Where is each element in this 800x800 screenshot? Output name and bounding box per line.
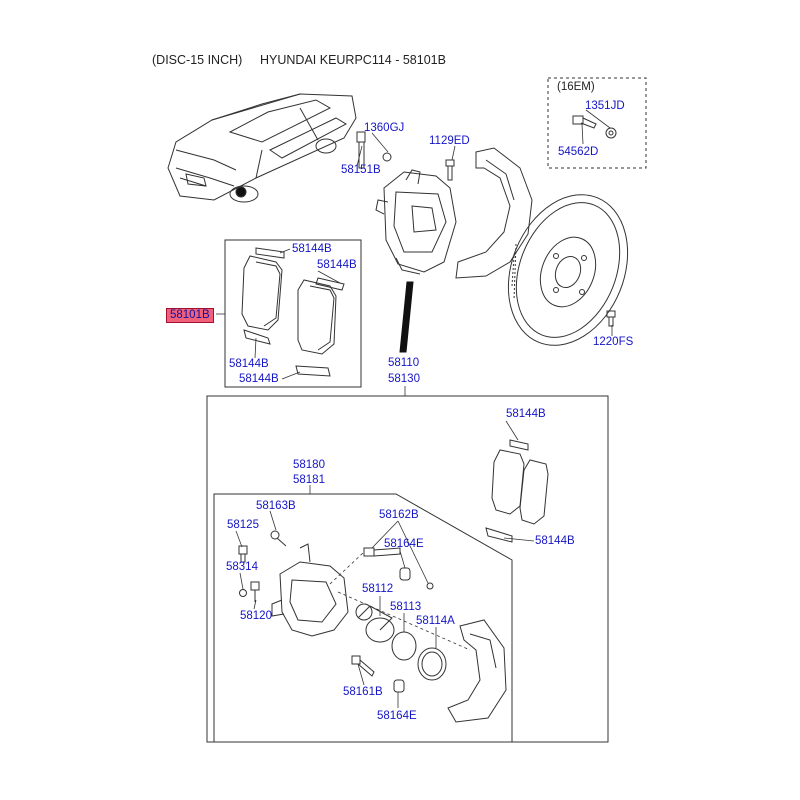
callout-58181[interactable]: 58181	[293, 474, 325, 486]
callout-58314[interactable]: 58314	[226, 561, 258, 573]
nut-58164e-small-icon	[426, 582, 434, 590]
boot-58164e-lower-icon	[393, 679, 405, 693]
pad-kit-box	[224, 239, 362, 388]
callout-58113[interactable]: 58113	[390, 601, 422, 613]
callout-58144b-1[interactable]: 58144B	[292, 243, 332, 255]
callout-58162b[interactable]: 58162B	[379, 509, 419, 521]
callout-58144b-5[interactable]: 58144B	[506, 408, 546, 420]
header-model-part: HYUNDAI KEURPC114 - 58101B	[260, 53, 446, 67]
bleeder-58125-icon	[238, 545, 248, 563]
callout-1220fs[interactable]: 1220FS	[593, 336, 634, 348]
callout-58163b[interactable]: 58163B	[256, 500, 296, 512]
callout-1129ed[interactable]: 1129ED	[429, 135, 470, 147]
callout-58101b-highlighted[interactable]: 58101B	[166, 308, 214, 323]
bolt-1351jd-icon	[572, 115, 617, 139]
callout-58161b[interactable]: 58161B	[343, 686, 383, 698]
dust-shield-icon	[455, 147, 533, 279]
caliper-assembly-icon	[375, 169, 457, 275]
callout-58114a[interactable]: 58114A	[416, 615, 455, 627]
bolt-1129ed-icon	[445, 159, 455, 181]
washer-1360gj-icon	[382, 152, 392, 162]
callout-58144b-3[interactable]: 58144B	[229, 358, 269, 370]
cap-58314-icon	[239, 589, 247, 597]
caliper-body-box	[213, 493, 513, 743]
dashed-leaders	[329, 551, 471, 651]
brake-pads-icon	[241, 247, 345, 377]
callout-58120[interactable]: 58120	[240, 610, 272, 622]
callout-58180[interactable]: 58180	[293, 459, 325, 471]
callout-58125[interactable]: 58125	[227, 519, 259, 531]
callout-58144b-2[interactable]: 58144B	[317, 259, 357, 271]
kit-pads-icon	[485, 439, 549, 543]
bolt-58161b-icon	[351, 655, 375, 677]
callout-58144b-6[interactable]: 58144B	[535, 535, 575, 547]
leader-lines	[216, 109, 613, 708]
callout-1360gj[interactable]: 1360GJ	[364, 122, 405, 134]
callout-54562d[interactable]: 54562D	[558, 146, 599, 158]
piston-58112-icon	[355, 603, 395, 643]
callout-58112[interactable]: 58112	[362, 583, 394, 595]
bolt-58120-icon	[250, 581, 260, 602]
brake-disc-icon	[507, 194, 629, 346]
header-disc-size: (DISC-15 INCH)	[152, 53, 243, 67]
caliper-kit-box	[206, 395, 609, 743]
label-16em: (16EM)	[557, 81, 595, 93]
callout-1351jd[interactable]: 1351JD	[585, 100, 625, 112]
caliper-body-icon	[271, 543, 349, 637]
pointer-wedge-icon	[399, 281, 414, 353]
car-illustration	[167, 93, 357, 203]
rotor-hardware-box	[547, 77, 647, 169]
bolt-1220fs-icon	[606, 310, 616, 327]
carrier-bracket-icon	[447, 619, 507, 723]
callout-58151b[interactable]: 58151B	[341, 164, 381, 176]
callout-58164e-1[interactable]: 58164E	[384, 538, 424, 550]
bolt-58151b-icon	[356, 131, 366, 169]
boot-58164e-icon	[399, 567, 411, 581]
callout-58164e-2[interactable]: 58164E	[377, 710, 417, 722]
callout-58110[interactable]: 58110	[388, 357, 420, 369]
callout-58130[interactable]: 58130	[388, 373, 420, 385]
boot-58114a-icon	[417, 647, 447, 681]
callout-58144b-4[interactable]: 58144B	[239, 373, 279, 385]
bolt-58163b-icon	[270, 530, 287, 547]
seal-58113-icon	[391, 631, 417, 661]
